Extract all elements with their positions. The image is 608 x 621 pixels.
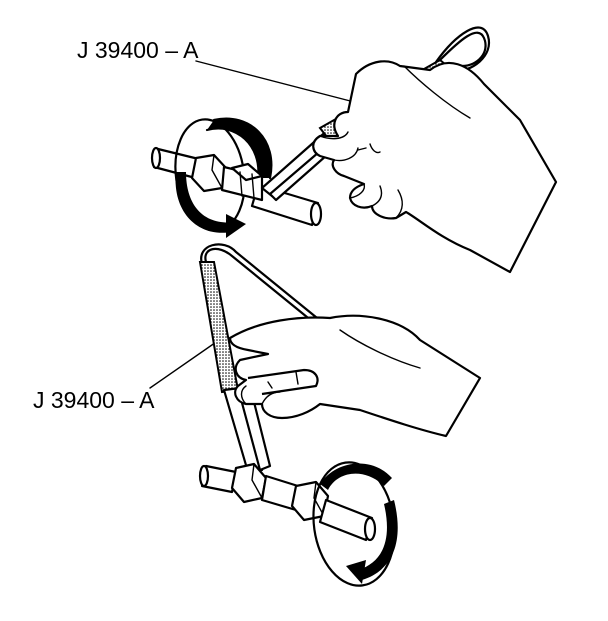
callout-label-top: J 39400 – A (77, 37, 199, 63)
fitting-nut-bottom (198, 462, 377, 542)
rotation-arrow-bottom (312, 461, 398, 587)
callout-leader-bottom (149, 337, 223, 389)
top-scene (150, 26, 558, 274)
hand-bottom (228, 314, 482, 438)
tool-bottom (198, 243, 324, 474)
callout-leader-top (195, 60, 359, 104)
hand-top (312, 60, 558, 274)
callout-label-bottom: J 39400 – A (33, 387, 155, 413)
bottom-scene (149, 243, 482, 587)
fitting-nut-top (190, 153, 264, 202)
